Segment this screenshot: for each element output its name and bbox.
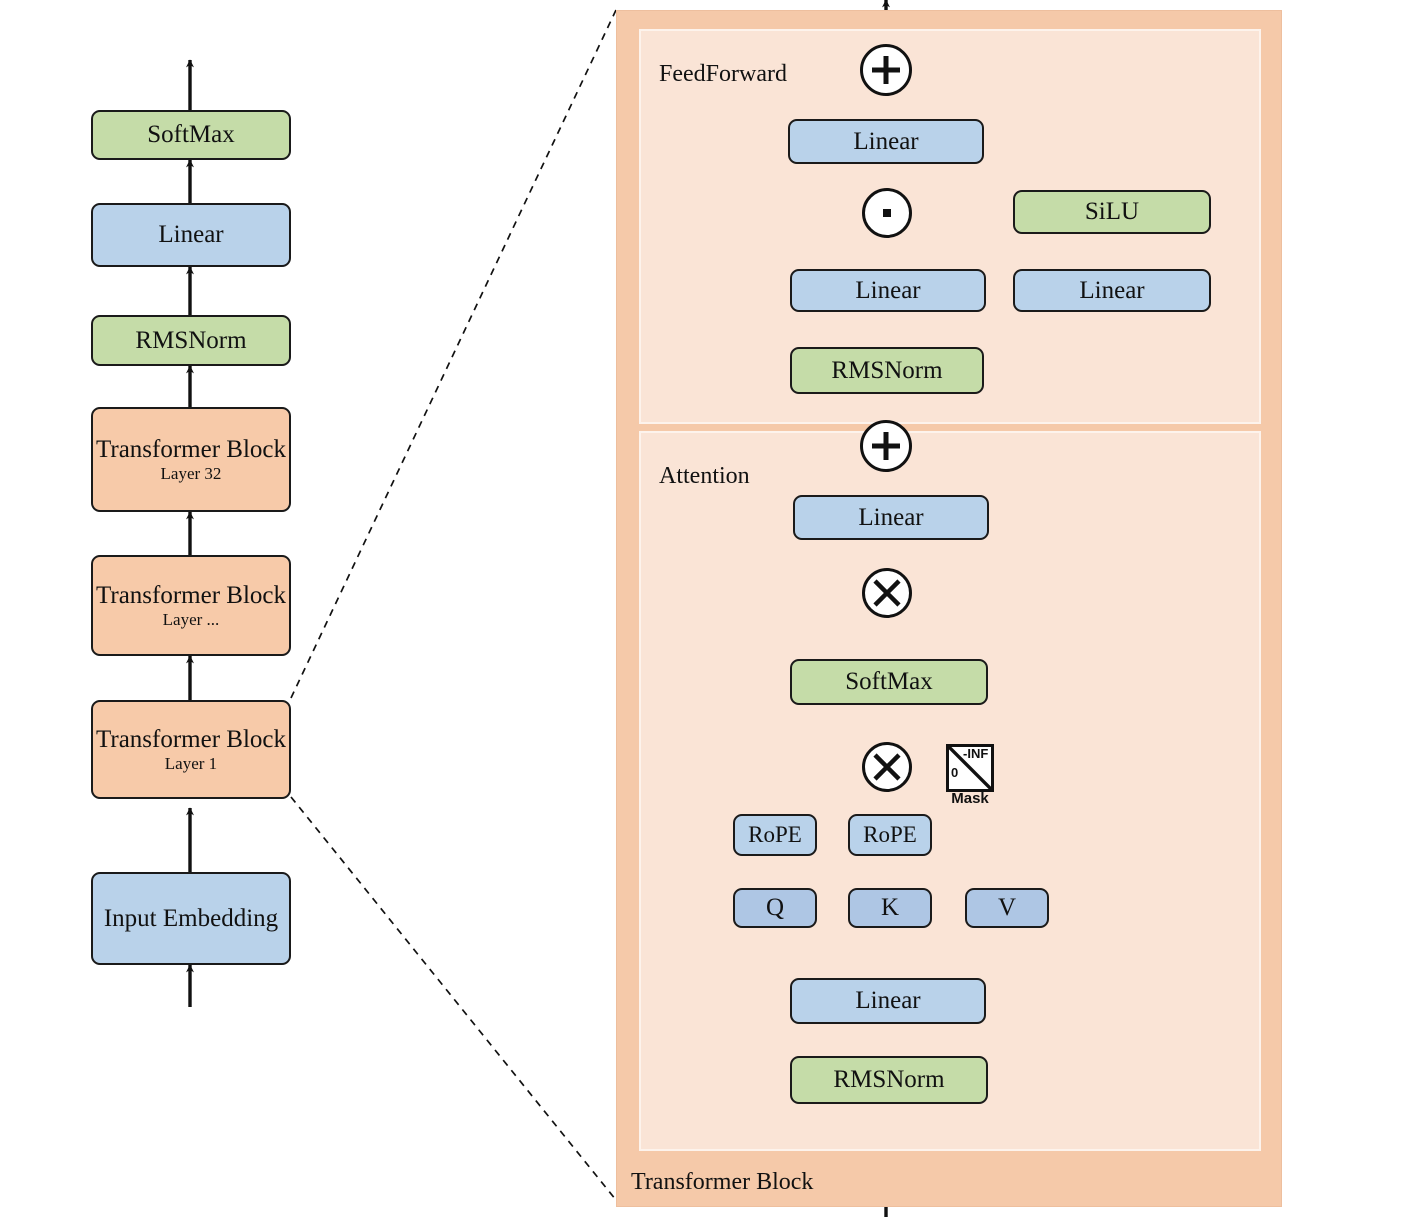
mask-upper-value: -INF: [963, 746, 989, 761]
node-label: RMSNorm: [833, 1066, 945, 1093]
node-label: SiLU: [1084, 198, 1140, 225]
stack-node-label: SoftMax: [147, 121, 235, 148]
attn-qk-matmul-op: [862, 742, 912, 792]
stack-node-sublabel: Layer 1: [164, 753, 218, 773]
attn-linear-out[interactable]: Linear: [793, 495, 989, 540]
stack-node-label: Transformer Block: [95, 435, 287, 463]
stack-node-input-embedding[interactable]: Input Embedding: [91, 872, 291, 965]
transformer-block-panel-label: Transformer Block: [631, 1169, 814, 1195]
node-label: SoftMax: [845, 668, 933, 695]
stack-node-sublabel: Layer 32: [160, 463, 222, 483]
attn-rmsnorm[interactable]: RMSNorm: [790, 1056, 988, 1104]
causal-mask-icon: [946, 744, 994, 792]
ff-linear-out[interactable]: Linear: [788, 119, 984, 164]
node-label: Linear: [853, 127, 919, 155]
stack-node-transformer-block-32[interactable]: Transformer Block Layer 32: [91, 407, 291, 512]
node-label: K: [880, 894, 900, 921]
stack-node-rmsnorm[interactable]: RMSNorm: [91, 315, 291, 366]
node-label: Linear: [855, 987, 921, 1014]
stack-node-label: Input Embedding: [103, 904, 279, 932]
mask-lower-value: 0: [951, 765, 959, 780]
feedforward-section-label: FeedForward: [659, 61, 787, 87]
node-label: RoPE: [748, 822, 802, 848]
node-label: Linear: [1079, 276, 1145, 304]
attn-linear-qkv[interactable]: Linear: [790, 978, 986, 1024]
stack-node-transformer-block-mid[interactable]: Transformer Block Layer ...: [91, 555, 291, 656]
stack-node-label: Linear: [158, 221, 224, 248]
stack-node-sublabel: Layer ...: [162, 609, 220, 629]
k-projection[interactable]: K: [848, 888, 932, 928]
attn-scores-value-matmul-op: [862, 568, 912, 618]
ff-residual-add-op: [860, 44, 912, 96]
ff-linear-up[interactable]: Linear: [1013, 269, 1211, 312]
ff-elementwise-multiply-op: [862, 188, 912, 238]
node-label: RMSNorm: [831, 356, 943, 384]
node-label: Q: [765, 894, 785, 921]
stack-node-label: RMSNorm: [135, 326, 247, 354]
stack-node-linear[interactable]: Linear: [91, 203, 291, 267]
node-label: V: [997, 894, 1017, 921]
mask-caption: Mask: [951, 790, 989, 807]
stack-node-transformer-block-1[interactable]: Transformer Block Layer 1: [91, 700, 291, 799]
attn-residual-add-op: [860, 420, 912, 472]
attn-softmax[interactable]: SoftMax: [790, 659, 988, 705]
ff-silu[interactable]: SiLU: [1013, 190, 1211, 234]
attention-section-label: Attention: [659, 463, 750, 489]
q-projection[interactable]: Q: [733, 888, 817, 928]
rope-q[interactable]: RoPE: [733, 814, 817, 856]
stack-node-label: Transformer Block: [95, 581, 287, 609]
node-label: RoPE: [863, 822, 917, 848]
stack-node-softmax[interactable]: SoftMax: [91, 110, 291, 160]
node-label: Linear: [858, 503, 924, 531]
stack-node-label: Transformer Block: [95, 725, 287, 753]
rope-k[interactable]: RoPE: [848, 814, 932, 856]
ff-linear-gate[interactable]: Linear: [790, 269, 986, 312]
ff-rmsnorm[interactable]: RMSNorm: [790, 347, 984, 394]
node-label: Linear: [855, 276, 921, 304]
v-projection[interactable]: V: [965, 888, 1049, 928]
